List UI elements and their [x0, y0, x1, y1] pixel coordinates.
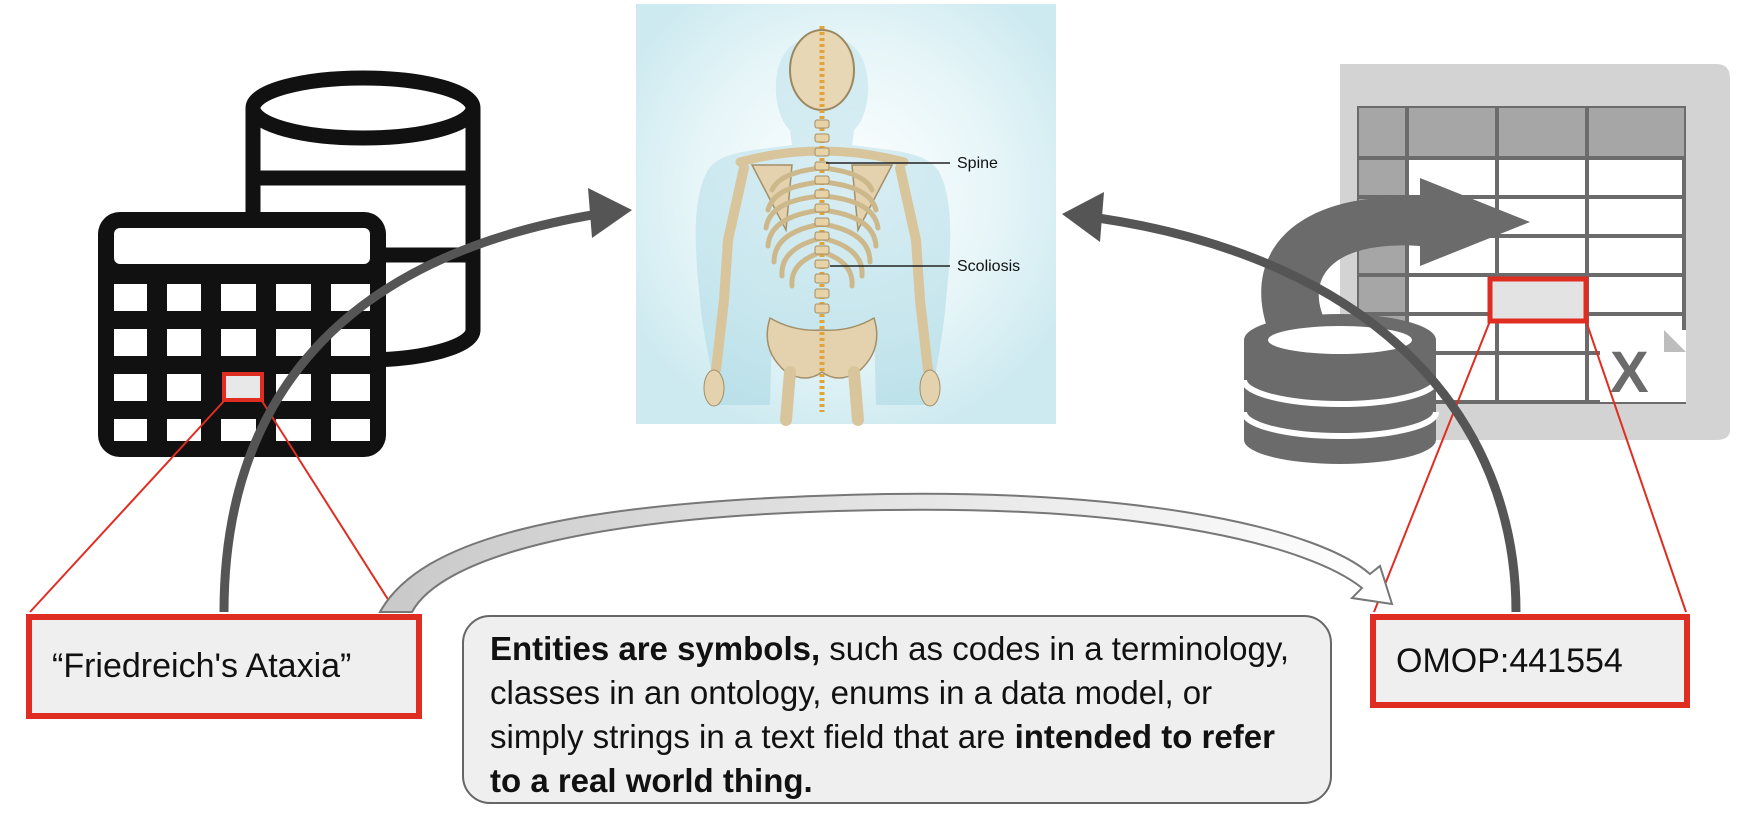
- caption-bold-end: intended to refer to a real world thing.: [490, 718, 1275, 799]
- database-stack-icon: [1241, 314, 1439, 464]
- convert-arrow-icon: [1261, 178, 1530, 330]
- table-grid-icon: [98, 212, 386, 457]
- database-to-excel-icon: X: [1241, 64, 1730, 464]
- database-table-icon: [98, 70, 481, 457]
- source-term-box: “Friedreich's Ataxia”: [26, 614, 422, 719]
- skeleton-spine-illustration: Spine Scoliosis: [636, 4, 1056, 426]
- caption-box: Entities are symbols, such as codes in a…: [462, 615, 1332, 804]
- caption-middle: such as codes in a terminology, classes …: [490, 630, 1290, 755]
- left-zoom-lines: [29, 400, 397, 613]
- spine-label: Spine: [957, 155, 998, 172]
- right-zoom-lines: [1373, 320, 1687, 613]
- highlighted-cell: [222, 372, 264, 402]
- mapping-arrow: [378, 492, 1394, 613]
- scoliosis-label: Scoliosis: [957, 258, 1020, 275]
- arrow-to-concept-right: [1062, 192, 1521, 613]
- highlighted-cell-right: [1487, 276, 1589, 324]
- caption-bold-start: Entities are symbols,: [490, 630, 821, 667]
- arrow-to-concept-left: [219, 188, 632, 613]
- excel-x-icon: X: [1610, 340, 1649, 405]
- target-code-box: OMOP:441554: [1370, 614, 1690, 708]
- source-term-text: “Friedreich's Ataxia”: [52, 647, 352, 685]
- target-code-text: OMOP:441554: [1396, 641, 1623, 680]
